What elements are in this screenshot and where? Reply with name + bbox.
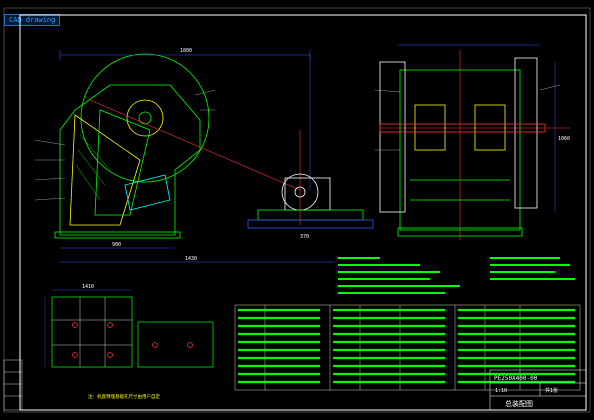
flywheel-outline [80, 53, 210, 183]
crusher-frame [59, 84, 201, 236]
plan-frame-right [137, 321, 214, 368]
motor-foundation [247, 219, 374, 229]
right-pulley [514, 57, 538, 209]
tech-requirements [338, 257, 575, 294]
revision-block [3, 359, 23, 411]
dim-base-label: 900 [112, 242, 121, 248]
jaw-plate [69, 114, 141, 226]
motor-base [257, 209, 364, 221]
hatch-1 [79, 134, 111, 171]
base-plan-view [51, 296, 214, 368]
side-view-dimensions [59, 50, 335, 263]
end-base [397, 227, 523, 237]
drawing-title: 总装配图 [505, 399, 533, 408]
drawing-frame [19, 14, 587, 411]
title-block [489, 369, 587, 411]
scale-label: 1:10 [495, 388, 507, 394]
plan-frame-left [51, 296, 133, 368]
dim-end-height-label: 1060 [558, 136, 570, 142]
drawing-border [3, 7, 591, 413]
sheet-label: 共1张 [545, 387, 558, 394]
flywheel-inner [126, 99, 164, 137]
hatch-3 [75, 164, 101, 201]
motor-pulley-hub [294, 186, 306, 198]
base-plan-note: 注：机座预埋基础孔尺寸由用户自定 [88, 393, 160, 400]
crusher-end-view [379, 57, 546, 237]
flywheel-hub [138, 111, 152, 125]
left-flywheel [379, 61, 406, 213]
centerlines [89, 50, 570, 240]
crusher-side-view [54, 53, 210, 239]
dim-overall-label: 1800 [180, 48, 192, 54]
base-rail [54, 231, 181, 239]
motor-assembly [247, 173, 374, 229]
bearing-housing-left [414, 104, 446, 151]
dim-base-plan-label: 1410 [82, 284, 94, 290]
base-plan-dims [44, 289, 132, 367]
drawing-number: PE250X400-00 [494, 375, 538, 382]
callout-leaders [34, 84, 561, 201]
end-view-dimensions [398, 44, 556, 212]
dim-length-label: 1430 [185, 256, 197, 262]
motor-body [284, 177, 331, 211]
eccentric-shaft [379, 123, 546, 133]
parts-list-rows [238, 308, 575, 384]
dim-motor-base-label: 370 [300, 234, 309, 240]
parts-list [234, 304, 581, 391]
bearing-housing-right [474, 104, 506, 151]
hatch-2 [77, 149, 106, 186]
swing-jaw [94, 109, 151, 216]
toggle-plate [124, 174, 171, 211]
